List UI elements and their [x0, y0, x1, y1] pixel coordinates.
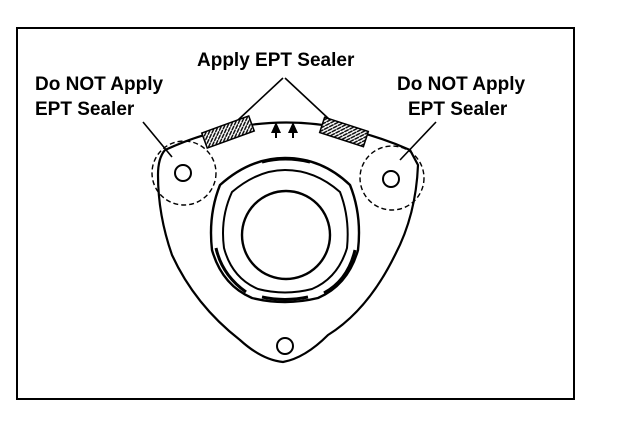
left-boss-dashed-zone — [151, 140, 217, 206]
right-bolt-hole — [382, 170, 400, 188]
leader-left — [142, 121, 173, 158]
bottom-bolt-hole — [276, 337, 294, 355]
leader-top-left — [237, 77, 284, 121]
leader-right — [399, 121, 437, 161]
left-bolt-hole — [174, 164, 192, 182]
label-right-do-not-apply: Do NOT Apply — [397, 74, 526, 95]
leader-top-right — [284, 77, 331, 121]
right-boss-dashed-zone — [359, 145, 425, 211]
label-apply-ept-sealer: Apply EPT Sealer — [197, 50, 355, 71]
center-boss-inner — [222, 168, 349, 294]
left-sealer-patch — [200, 114, 256, 150]
double-up-arrow-icon — [271, 122, 298, 138]
label-left-do-not-apply: Do NOT Apply — [35, 74, 164, 95]
center-bore — [240, 189, 332, 281]
right-sealer-patch — [318, 116, 370, 148]
label-right-ept-sealer: EPT Sealer — [408, 99, 508, 120]
label-left-ept-sealer: EPT Sealer — [35, 99, 135, 120]
